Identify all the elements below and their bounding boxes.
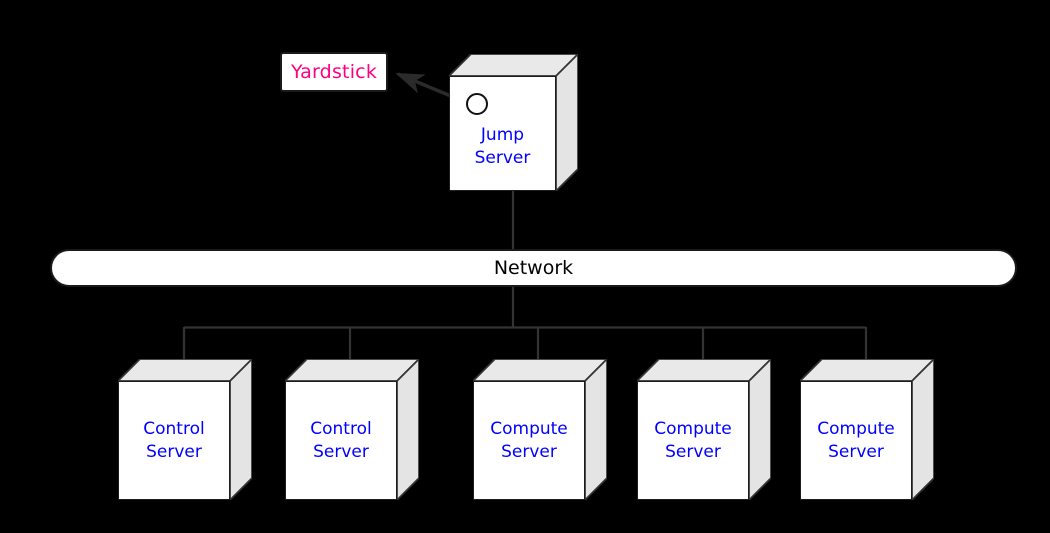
compute-server-3-label-line2: Server [828,441,884,462]
node-control-server-2[interactable]: Control Server [285,359,419,500]
compute-server-2-faces [637,359,771,500]
network-label: Network [493,257,574,279]
compute-server-2-label-line2: Server [665,441,721,462]
control-server-2-label-line1: Control [310,418,372,439]
control-server-1-front-face[interactable]: Control Server [118,381,230,500]
control-server-1-faces [118,359,252,500]
compute-server-2-front-face[interactable]: Compute Server [637,381,749,500]
compute-server-3-faces [800,359,934,500]
yardstick-label: Yardstick [290,61,378,83]
control-server-1-label-line1: Control [143,418,205,439]
compute-server-1-faces [473,359,607,500]
jump-server-label-line2: Server [474,147,531,168]
compute-server-1-front-face[interactable]: Compute Server [473,381,585,500]
control-server-2-label-line2: Server [313,441,369,462]
network-bus[interactable]: Network [50,249,1017,287]
node-control-server-1[interactable]: Control Server [118,359,252,500]
control-server-2-front-face[interactable]: Control Server [285,381,397,500]
node-compute-server-2[interactable]: Compute Server [637,359,771,500]
jump-server-interface-circle[interactable] [466,93,488,115]
jump-server-label-line1: Jump [480,124,525,145]
compute-server-2-label-line1: Compute [654,418,732,439]
control-server-1-label-line2: Server [146,441,202,462]
compute-server-1-label-line1: Compute [490,418,568,439]
jump-server-front-face[interactable]: Jump Server [449,76,556,191]
compute-server-3-label-line1: Compute [817,418,895,439]
yardstick-label-box[interactable]: Yardstick [280,52,388,92]
compute-server-3-front-face[interactable]: Compute Server [800,381,912,500]
node-compute-server-3[interactable]: Compute Server [800,359,934,500]
control-server-2-faces [285,359,419,500]
node-compute-server-1[interactable]: Compute Server [473,359,607,500]
compute-server-1-label-line2: Server [501,441,557,462]
node-jump-server[interactable]: Jump Server [449,54,578,191]
